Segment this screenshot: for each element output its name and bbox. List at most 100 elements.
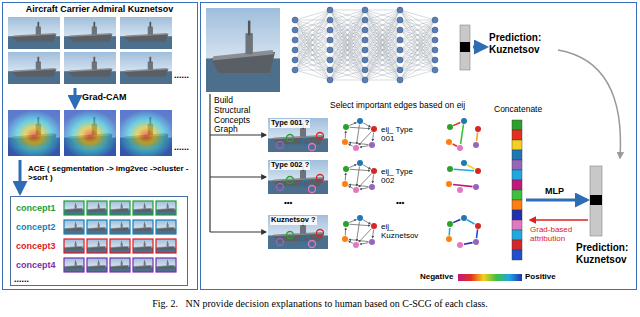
- network-link: [365, 10, 400, 80]
- network-link: [400, 20, 435, 70]
- scale-label: Positive: [525, 272, 565, 281]
- network-link: [400, 20, 435, 50]
- concat-segment: [512, 220, 522, 230]
- network-link: [330, 10, 365, 60]
- network-link: [365, 60, 400, 80]
- concat-segment: [512, 250, 522, 260]
- thumbnail-frame: [133, 258, 153, 272]
- network-neuron: [432, 37, 438, 43]
- concept-mark: [317, 175, 324, 182]
- graph-edge: [345, 228, 347, 236]
- network-neuron: [362, 27, 368, 33]
- graph-vertex: [473, 239, 479, 245]
- graph-edge: [349, 165, 356, 168]
- graph-edge: [372, 229, 373, 238]
- graph-vertex: [446, 139, 452, 145]
- network-link: [400, 20, 435, 21]
- graph-edge: [363, 220, 370, 224]
- network-link: [365, 10, 400, 40]
- concept-thumbnail: [64, 220, 84, 234]
- graph-vertex: [357, 215, 363, 221]
- network-neuron: [327, 7, 333, 13]
- network-link: [330, 70, 365, 80]
- network-link: [330, 40, 365, 80]
- network-link: [365, 40, 400, 80]
- concept-thumbnail: [110, 220, 130, 234]
- thumbnail-frame: [133, 239, 153, 253]
- network-neuron: [327, 17, 333, 23]
- network-link: [400, 10, 435, 30]
- network-link: [365, 70, 400, 80]
- network-link: [365, 10, 400, 50]
- image-tag: Kuznetsov ?: [270, 216, 317, 225]
- network-link: [365, 40, 400, 80]
- graph-edge: [349, 186, 353, 188]
- output-peak: [590, 195, 602, 205]
- concept-thumbnail: [133, 220, 153, 234]
- network-link: [365, 30, 400, 80]
- network-link: [330, 10, 365, 70]
- network-link: [400, 20, 435, 60]
- edge-weight-label: eij_ Kuznetsov: [381, 222, 425, 240]
- graph-edge: [464, 243, 473, 245]
- network-neuron: [292, 27, 298, 33]
- graph-vertex: [475, 126, 481, 132]
- graph-edge: [467, 220, 474, 224]
- thumbnail-frame: [110, 239, 130, 253]
- ellipsis: ......: [14, 274, 54, 284]
- network-link: [295, 60, 330, 70]
- branch-line: [209, 94, 210, 232]
- network-neuron: [362, 67, 368, 73]
- network-neuron: [432, 17, 438, 23]
- graph-vertex: [353, 242, 359, 248]
- network-link: [295, 10, 330, 60]
- concept-thumbnail: [133, 201, 153, 215]
- graph-vertex: [369, 239, 375, 245]
- concept-thumbnail: [64, 258, 84, 272]
- network-neuron: [327, 47, 333, 53]
- thumbnail-frame: [156, 258, 176, 272]
- graph-vertex: [446, 181, 452, 187]
- network-link: [330, 20, 365, 80]
- concat-segment: [512, 150, 522, 160]
- network-link: [400, 20, 435, 70]
- concept-thumbnail: [64, 201, 84, 215]
- network-link: [400, 10, 435, 60]
- graph-vertex: [457, 187, 463, 193]
- ship-photo: [8, 52, 60, 84]
- concept-thumbnail: [110, 258, 130, 272]
- network-link: [295, 60, 330, 80]
- concat-segment: [512, 200, 522, 210]
- graph-vertex: [457, 145, 463, 151]
- concept-thumbnail: [156, 239, 176, 253]
- thumbnail-frame: [64, 258, 84, 272]
- thumbnail-frame: [156, 201, 176, 215]
- network-link: [400, 20, 435, 50]
- network-link: [400, 10, 435, 20]
- network-link: [365, 10, 400, 70]
- concept-mark: [287, 177, 294, 184]
- graph-edge: [453, 220, 460, 223]
- output-vector: [460, 25, 470, 70]
- graph-edge: [349, 239, 369, 241]
- network-link: [295, 50, 330, 70]
- network-link: [295, 20, 330, 70]
- network-neuron: [397, 67, 403, 73]
- graph-vertex: [461, 160, 467, 166]
- network-link: [295, 40, 330, 80]
- thumbnail-frame: [87, 258, 107, 272]
- thumbnail-frame: [133, 201, 153, 215]
- heatmap-overlay: [8, 110, 60, 156]
- network-link: [365, 80, 400, 81]
- heatmap-photo: [120, 110, 172, 156]
- thumbnail-frame: [133, 220, 153, 234]
- graph-vertex: [343, 166, 349, 172]
- concept-thumbnail: [156, 258, 176, 272]
- network-link: [400, 20, 435, 30]
- graph-vertex: [357, 160, 363, 166]
- graph-vertex: [475, 168, 481, 174]
- thumbnail-frame: [64, 239, 84, 253]
- graph-vertex: [342, 236, 348, 242]
- concat-segment: [512, 190, 522, 200]
- network-link: [295, 70, 330, 71]
